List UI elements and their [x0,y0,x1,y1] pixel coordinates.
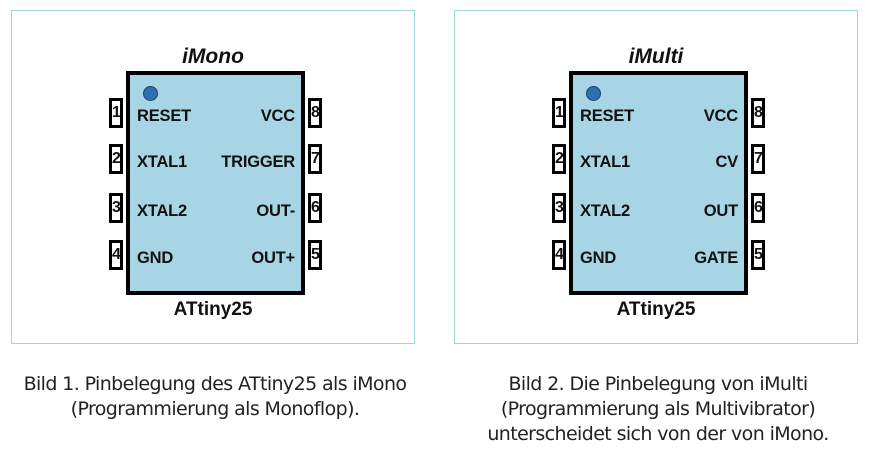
pin-label-6: OUT [703,202,738,220]
pin-number-7: 7 [751,144,765,174]
chip-part-number: ATtiny25 [173,299,253,320]
pin-label-6: OUT- [256,202,295,220]
pin-number-2: 2 [552,144,566,174]
pin-label-5: OUT+ [251,249,295,267]
pin-number-8: 8 [308,98,322,128]
pin1-marker-dot [586,86,601,101]
pin-label-4: GND [580,249,617,267]
diagram-title: iMulti [628,45,684,68]
pin-label-8: VCC [260,107,295,125]
pin-number-3: 3 [109,193,123,223]
figure-caption-1: Bild 1. Pinbelegung des ATtiny25 als iMo… [0,372,430,422]
pin-number-1: 1 [552,98,566,128]
chip-part-number: ATtiny25 [616,299,696,320]
pin-label-4: GND [137,249,174,267]
pin-label-7: TRIGGER [221,153,295,171]
pin-number-2: 2 [109,144,123,174]
caption-line: Bild 1. Pinbelegung des ATtiny25 als iMo… [23,373,407,395]
diagram-title: iMono [182,45,244,68]
pin-number-5: 5 [308,240,322,270]
pin-label-2: XTAL1 [137,153,188,171]
figure-caption-2: Bild 2. Die Pinbelegung von iMulti (Progr… [443,372,873,447]
pin-number-3: 3 [552,193,566,223]
pin-label-7: CV [715,153,738,171]
pin-label-3: XTAL2 [137,202,188,220]
pin-number-6: 6 [751,193,765,223]
pin-number-5: 5 [751,240,765,270]
pin-number-1: 1 [109,98,123,128]
pin-label-2: XTAL1 [580,153,631,171]
caption-line: unterscheidet sich von der von iMono. [487,423,829,445]
pin-label-1: RESET [137,107,192,125]
caption-line: (Programmierung als Multivibrator) [500,398,816,420]
pin-label-5: GATE [694,249,738,267]
pin-label-3: XTAL2 [580,202,631,220]
pin-number-4: 4 [552,240,566,270]
pin-label-8: VCC [703,107,738,125]
pin-label-1: RESET [580,107,635,125]
pin-number-4: 4 [109,240,123,270]
pin-number-8: 8 [751,98,765,128]
caption-line: Bild 2. Die Pinbelegung von iMulti [508,373,808,395]
pin1-marker-dot [143,86,158,101]
pin-number-6: 6 [308,193,322,223]
caption-line: (Programmierung als Monoflop). [70,398,360,420]
pin-number-7: 7 [308,144,322,174]
